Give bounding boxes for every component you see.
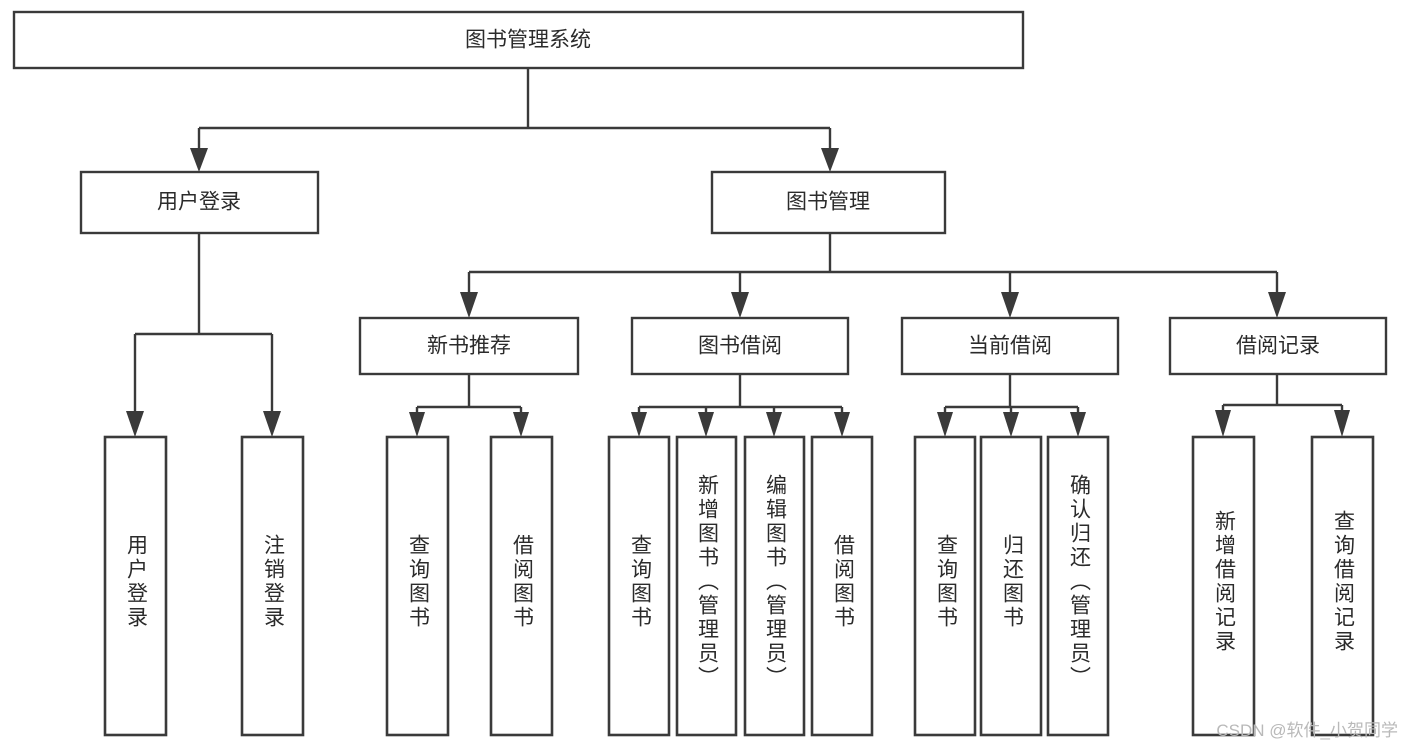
leaf-label-br-2: 查询借阅记录 bbox=[1331, 510, 1355, 654]
leaf-box-bb-1 bbox=[607, 435, 671, 737]
leaf-label-ul-1: 用户登录 bbox=[124, 534, 148, 630]
current-borrow-label: 当前借阅 bbox=[968, 335, 1052, 358]
node-leaf-cb-query-book[interactable]: 查询图书 bbox=[913, 435, 977, 737]
leaf-box-ul-1 bbox=[103, 435, 168, 737]
book-borrow-label: 图书借阅 bbox=[698, 335, 782, 358]
node-book-management[interactable]: 图书管理 bbox=[710, 170, 947, 235]
leaf-label-bb-1: 查询图书 bbox=[628, 534, 652, 630]
user-login-label: 用户登录 bbox=[157, 191, 241, 214]
node-leaf-nbr-borrow-book[interactable]: 借阅图书 bbox=[489, 435, 554, 737]
node-current-borrow[interactable]: 当前借阅 bbox=[900, 316, 1120, 376]
leaf-label-bb-3: 编辑图书（管理员） bbox=[763, 474, 787, 690]
node-user-login[interactable]: 用户登录 bbox=[79, 170, 320, 235]
arrowhead-br-leaf-1 bbox=[1215, 410, 1231, 437]
leaf-box-nbr-2 bbox=[489, 435, 554, 737]
arrowhead-new-book-recommend bbox=[460, 292, 478, 318]
leaf-label-nbr-1: 查询图书 bbox=[406, 534, 430, 630]
connector-borrow-record-to-leaves bbox=[1215, 374, 1350, 437]
arrowhead-bb-leaf-1 bbox=[631, 412, 647, 437]
leaf-label-nbr-2: 借阅图书 bbox=[510, 534, 534, 630]
new-book-recommend-box bbox=[358, 316, 580, 376]
borrow-record-box bbox=[1168, 316, 1388, 376]
book-management-box bbox=[710, 170, 947, 235]
arrowhead-cb-leaf-3 bbox=[1070, 412, 1086, 437]
connector-book-manage-to-level3 bbox=[460, 233, 1286, 318]
node-leaf-br-add-record[interactable]: 新增借阅记录 bbox=[1191, 435, 1256, 737]
node-book-borrow[interactable]: 图书借阅 bbox=[630, 316, 850, 376]
connector-current-borrow-to-leaves bbox=[937, 374, 1086, 437]
root-label: 图书管理系统 bbox=[465, 29, 591, 52]
node-leaf-user-login-login[interactable]: 用户登录 bbox=[103, 435, 168, 737]
arrowhead-book-manage bbox=[821, 148, 839, 172]
node-leaf-cb-return-book[interactable]: 归还图书 bbox=[979, 435, 1043, 737]
leaf-label-cb-2: 归还图书 bbox=[1000, 534, 1024, 630]
node-leaf-br-query-record[interactable]: 查询借阅记录 bbox=[1310, 435, 1375, 737]
new-book-recommend-label: 新书推荐 bbox=[427, 335, 511, 358]
book-management-label: 图书管理 bbox=[786, 191, 870, 214]
leaf-box-cb-2 bbox=[979, 435, 1043, 737]
leaf-label-br-1: 新增借阅记录 bbox=[1212, 510, 1236, 654]
leaf-box-bb-2 bbox=[675, 435, 738, 737]
node-root-book-management-system[interactable]: 图书管理系统 bbox=[12, 10, 1025, 70]
node-new-book-recommend[interactable]: 新书推荐 bbox=[358, 316, 580, 376]
leaf-label-bb-4: 借阅图书 bbox=[831, 534, 855, 630]
arrowhead-nbr-leaf-1 bbox=[409, 412, 425, 437]
user-login-box bbox=[79, 170, 320, 235]
leaf-box-nbr-1 bbox=[385, 435, 450, 737]
borrow-record-label: 借阅记录 bbox=[1236, 335, 1320, 358]
node-leaf-bb-query-book[interactable]: 查询图书 bbox=[607, 435, 671, 737]
arrowhead-borrow-record bbox=[1268, 292, 1286, 318]
leaf-box-br-1 bbox=[1191, 435, 1256, 737]
arrowhead-ul-leaf-1 bbox=[126, 411, 144, 437]
leaf-box-cb-1 bbox=[913, 435, 977, 737]
node-leaf-nbr-query-book[interactable]: 查询图书 bbox=[385, 435, 450, 737]
leaf-box-ul-2 bbox=[240, 435, 305, 737]
arrowhead-br-leaf-2 bbox=[1334, 410, 1350, 437]
book-borrow-box bbox=[630, 316, 850, 376]
root-box bbox=[12, 10, 1025, 70]
node-leaf-bb-add-book-admin[interactable]: 新增图书（管理员） bbox=[675, 435, 738, 737]
arrowhead-cb-leaf-1 bbox=[937, 412, 953, 437]
arrowhead-ul-leaf-2 bbox=[263, 411, 281, 437]
leaf-label-cb-1: 查询图书 bbox=[934, 534, 958, 630]
current-borrow-box bbox=[900, 316, 1120, 376]
connector-root-to-level2 bbox=[190, 68, 839, 172]
arrowhead-bb-leaf-4 bbox=[834, 412, 850, 437]
leaf-box-bb-3 bbox=[743, 435, 806, 737]
arrowhead-cb-leaf-2 bbox=[1003, 412, 1019, 437]
leaf-box-br-2 bbox=[1310, 435, 1375, 737]
leaf-box-bb-4 bbox=[810, 435, 874, 737]
arrowhead-book-borrow bbox=[731, 292, 749, 318]
leaf-label-cb-3: 确认归还（管理员） bbox=[1067, 474, 1091, 690]
node-borrow-record[interactable]: 借阅记录 bbox=[1168, 316, 1388, 376]
csdn-watermark: CSDN @软件_小贺同学 bbox=[1216, 721, 1398, 740]
connector-book-borrow-to-leaves bbox=[631, 374, 850, 437]
leaf-label-ul-2: 注销登录 bbox=[261, 534, 285, 630]
arrowhead-user-login bbox=[190, 148, 208, 172]
arrowhead-bb-leaf-3 bbox=[766, 412, 782, 437]
node-leaf-cb-confirm-return-admin[interactable]: 确认归还（管理员） bbox=[1046, 435, 1110, 737]
arrowhead-current-borrow bbox=[1001, 292, 1019, 318]
arrowhead-bb-leaf-2 bbox=[698, 412, 714, 437]
node-leaf-user-login-logout[interactable]: 注销登录 bbox=[240, 435, 305, 737]
leaf-box-cb-3 bbox=[1046, 435, 1110, 737]
connector-user-login-to-leaves bbox=[126, 233, 281, 437]
connector-new-book-recommend-to-leaves bbox=[409, 374, 529, 437]
node-leaf-bb-borrow-book[interactable]: 借阅图书 bbox=[810, 435, 874, 737]
leaf-label-bb-2: 新增图书（管理员） bbox=[695, 474, 719, 690]
arrowhead-nbr-leaf-2 bbox=[513, 412, 529, 437]
node-leaf-bb-edit-book-admin[interactable]: 编辑图书（管理员） bbox=[743, 435, 806, 737]
